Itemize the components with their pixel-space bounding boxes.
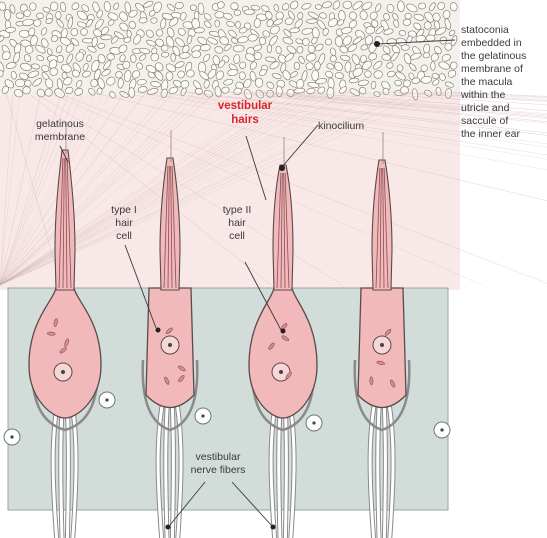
statoconium [36, 13, 44, 19]
supporting-nucleus-dot [105, 398, 108, 401]
statoconium [235, 21, 240, 28]
nerve-fibers-label-line: vestibular [176, 451, 260, 464]
vestibular-hairs-label-line: hairs [205, 113, 285, 127]
statoconium [29, 3, 36, 11]
nerve-fiber-core [61, 400, 63, 538]
statoconium [302, 38, 309, 46]
type-i-label-line: type I [99, 204, 149, 217]
cell-nucleolus [279, 370, 283, 374]
type-i-pointer-dot [156, 328, 161, 333]
statoconium [239, 72, 246, 80]
statoconia-label-line: saccule of [461, 115, 545, 128]
statoconia-label-line: membrane of [461, 63, 545, 76]
type-i-hair-cell-label: type I hair cell [99, 204, 149, 243]
supporting-nucleus-dot [440, 428, 443, 431]
nerve-fiber-core [166, 400, 168, 538]
statoconium [259, 37, 266, 45]
statoconia-label: statoconia embedded in the gelatinous me… [461, 24, 545, 141]
statoconium [254, 18, 261, 28]
statoconium [423, 44, 430, 54]
statoconia-pointer-dot [374, 41, 380, 47]
statoconium [91, 79, 98, 87]
statoconium [127, 30, 132, 37]
statoconium [401, 45, 409, 51]
nerve-fiber-core [279, 400, 281, 538]
supporting-nucleus-dot [312, 421, 315, 424]
statoconium [233, 45, 244, 53]
type-ii-label-line: hair [210, 217, 264, 230]
cell-nucleolus [61, 370, 65, 374]
statoconium [431, 62, 436, 71]
cell-nucleolus [168, 343, 172, 347]
statoconium [101, 35, 113, 40]
supporting-nucleus-dot [201, 414, 204, 417]
statoconium [215, 20, 220, 27]
kinocilium-label: kinocilium [318, 120, 364, 133]
statoconia-label-line: statoconia [461, 24, 545, 37]
nerve-fiber-core [67, 400, 68, 538]
statoconium [130, 54, 136, 62]
supporting-nucleus-dot [10, 435, 13, 438]
type-i-label-line: cell [99, 230, 149, 243]
statoconium [244, 9, 255, 14]
statoconium [15, 79, 25, 87]
nerve-fiber-core [378, 400, 380, 538]
nerve-fibers-label-line: nerve fibers [176, 464, 260, 477]
statoconium [57, 55, 64, 63]
statoconium [255, 78, 263, 87]
type-ii-label-line: type II [210, 204, 264, 217]
statoconium [117, 78, 123, 88]
gelatinous-membrane-label: gelatinous membrane [22, 118, 98, 144]
statoconium [55, 11, 61, 19]
type-ii-pointer-dot [281, 329, 286, 334]
gelatinous-membrane-label-line: gelatinous [22, 118, 98, 131]
gelatinous-membrane-label-line: membrane [22, 131, 98, 144]
statoconium [166, 72, 173, 81]
statoconium [151, 18, 158, 24]
statoconia-label-line: utricle and [461, 102, 545, 115]
statoconium [397, 65, 404, 72]
type-ii-label-line: cell [210, 230, 264, 243]
statoconia-label-line: the inner ear [461, 128, 545, 141]
vestibular-hairs-label-line: vestibular [205, 99, 285, 113]
vestibular-hairs-label: vestibular hairs [205, 99, 285, 127]
statoconium [215, 12, 224, 19]
nerve-fiber-core [384, 400, 385, 538]
statoconia-label-line: embedded in [461, 37, 545, 50]
statoconium [330, 56, 336, 63]
statoconium [426, 35, 436, 42]
mitochondrion [370, 377, 373, 385]
statoconium [234, 10, 241, 16]
statoconium [315, 61, 321, 70]
statoconia-label-line: the gelatinous [461, 50, 545, 63]
statoconium [305, 62, 313, 70]
statoconium [156, 29, 164, 36]
statoconium [194, 27, 205, 33]
nerve-fiber-core [285, 400, 286, 538]
statoconia-label-line: the macula [461, 76, 545, 89]
nerve-fiber-core [172, 400, 173, 538]
vestibular-nerve-fibers-label: vestibular nerve fibers [176, 451, 260, 477]
statoconia-label-line: within the [461, 89, 545, 102]
cell-nucleolus [380, 343, 384, 347]
statoconium [233, 54, 240, 64]
statoconium [399, 30, 406, 35]
type-ii-hair-cell-label: type II hair cell [210, 204, 264, 243]
statoconium [267, 45, 272, 53]
statoconium [161, 52, 169, 57]
statoconium [16, 12, 24, 18]
statoconium [106, 53, 114, 60]
type-i-label-line: hair [99, 217, 149, 230]
statoconium [297, 12, 303, 19]
statoconium [387, 38, 397, 45]
nerve-fiber-pointer-dot-left [166, 525, 171, 530]
statoconium [405, 13, 412, 19]
statoconium [315, 4, 322, 9]
nerve-fiber-pointer-dot-right [271, 525, 276, 530]
kinocilium-pointer-dot [279, 165, 285, 171]
statoconium [70, 28, 78, 36]
statoconium [186, 70, 194, 78]
statoconium [171, 53, 176, 62]
